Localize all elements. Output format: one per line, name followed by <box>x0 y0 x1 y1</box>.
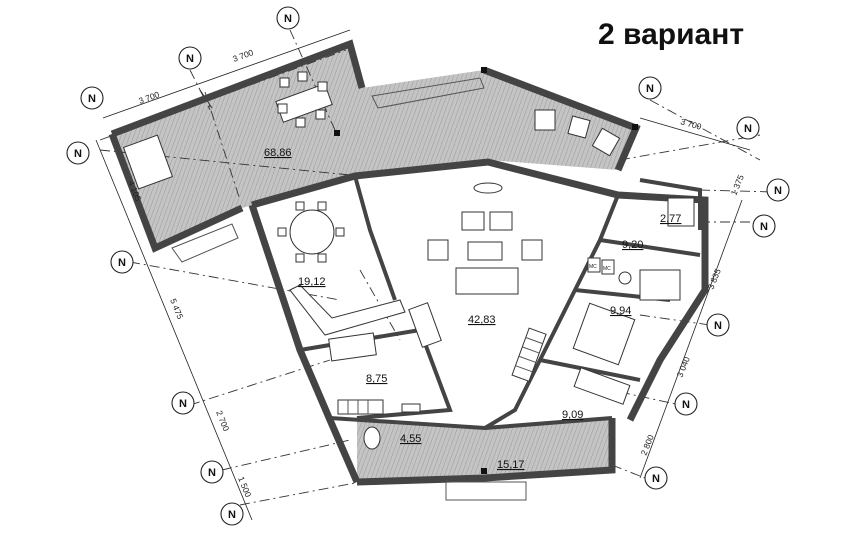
room-area-bedroom-1: 9,94 <box>610 305 631 317</box>
dim-east-bottom: 2 800 <box>639 433 656 457</box>
room-area-bedroom-2: 9,09 <box>562 409 583 421</box>
room-area-room-8-75: 8,75 <box>366 373 387 385</box>
axis-marker-label: N <box>88 93 96 105</box>
axis-marker-circle <box>706 313 730 337</box>
axis-marker-circle <box>220 502 244 526</box>
dim-east-short: 1 375 <box>729 173 746 197</box>
axis-marker-5: N <box>110 250 134 274</box>
axis-marker-circle <box>110 250 134 274</box>
room-area-terrace-north: 68,86 <box>264 147 292 159</box>
axis-marker-circle <box>80 86 104 110</box>
axis-marker-circle <box>766 178 790 202</box>
washer-label-2: MC <box>603 266 611 272</box>
axis-marker-label: N <box>74 148 82 160</box>
axis-marker-label: N <box>186 53 194 65</box>
axis-marker-circle <box>736 116 760 140</box>
axis-marker-1: N <box>276 6 300 30</box>
room-area-dining: 19,12 <box>298 276 326 288</box>
axis-marker-circle <box>200 460 224 484</box>
axis-marker-label: N <box>179 398 187 410</box>
room-area-living: 42,83 <box>468 314 496 326</box>
axis-markers: N N N N N N N N N N N N N N N <box>66 6 790 526</box>
axis-marker-2: N <box>178 46 202 70</box>
axis-marker-label: N <box>682 399 690 411</box>
axis-marker-10: N <box>736 116 760 140</box>
column-south <box>481 468 487 474</box>
exterior-walls <box>108 39 709 486</box>
washer-label-1: MC <box>589 264 597 270</box>
dim-west-lower: 2 700 <box>214 409 231 433</box>
axis-marker-label: N <box>284 13 292 25</box>
column-east <box>632 124 638 130</box>
column-north <box>481 67 487 73</box>
axis-marker-label: N <box>652 473 660 485</box>
axis-marker-14: N <box>674 392 698 416</box>
axis-marker-label: N <box>646 83 654 95</box>
axis-marker-12: N <box>752 214 776 238</box>
dim-east-middle: 3 040 <box>675 355 692 379</box>
axis-marker-6: N <box>171 391 195 415</box>
room-area-bath: 9,20 <box>622 239 643 251</box>
axis-marker-label: N <box>228 509 236 521</box>
axis-marker-label: N <box>118 257 126 269</box>
room-area-sauna: 2,77 <box>660 213 681 225</box>
axis-marker-label: N <box>744 123 752 135</box>
axis-marker-15: N <box>644 466 668 490</box>
axis-marker-13: N <box>706 313 730 337</box>
axis-marker-circle <box>66 141 90 165</box>
axis-marker-label: N <box>760 221 768 233</box>
axis-marker-label: N <box>774 185 782 197</box>
axis-marker-circle <box>674 392 698 416</box>
axis-marker-9: N <box>638 76 662 100</box>
dim-east-top: 3 700 <box>679 116 702 132</box>
axis-marker-circle <box>276 6 300 30</box>
dim-west-middle: 5 475 <box>168 297 185 321</box>
steps <box>171 77 527 501</box>
room-labels: 68,86 19,12 42,83 8,75 4,55 15,17 2,77 9… <box>264 147 681 471</box>
axis-marker-11: N <box>766 178 790 202</box>
axis-marker-circle <box>638 76 662 100</box>
axis-marker-7: N <box>200 460 224 484</box>
room-area-wc: 4,55 <box>400 433 421 445</box>
dim-north-left: 3 700 <box>137 89 161 106</box>
terrace-north-floor <box>112 44 636 248</box>
axis-marker-circle <box>752 214 776 238</box>
column-terrace <box>334 130 340 136</box>
axis-marker-8: N <box>220 502 244 526</box>
axis-marker-label: N <box>208 467 216 479</box>
dim-north-right: 3 700 <box>231 47 255 64</box>
axis-marker-circle <box>644 466 668 490</box>
axis-marker-circle <box>178 46 202 70</box>
furniture <box>122 71 695 450</box>
axis-marker-4: N <box>66 141 90 165</box>
axis-marker-label: N <box>714 320 722 332</box>
axis-marker-3: N <box>80 86 104 110</box>
room-area-terrace-south: 15,17 <box>497 459 525 471</box>
terrace-south-floor <box>357 418 612 482</box>
axis-marker-circle <box>171 391 195 415</box>
page-title: 2 вариант <box>598 18 745 51</box>
